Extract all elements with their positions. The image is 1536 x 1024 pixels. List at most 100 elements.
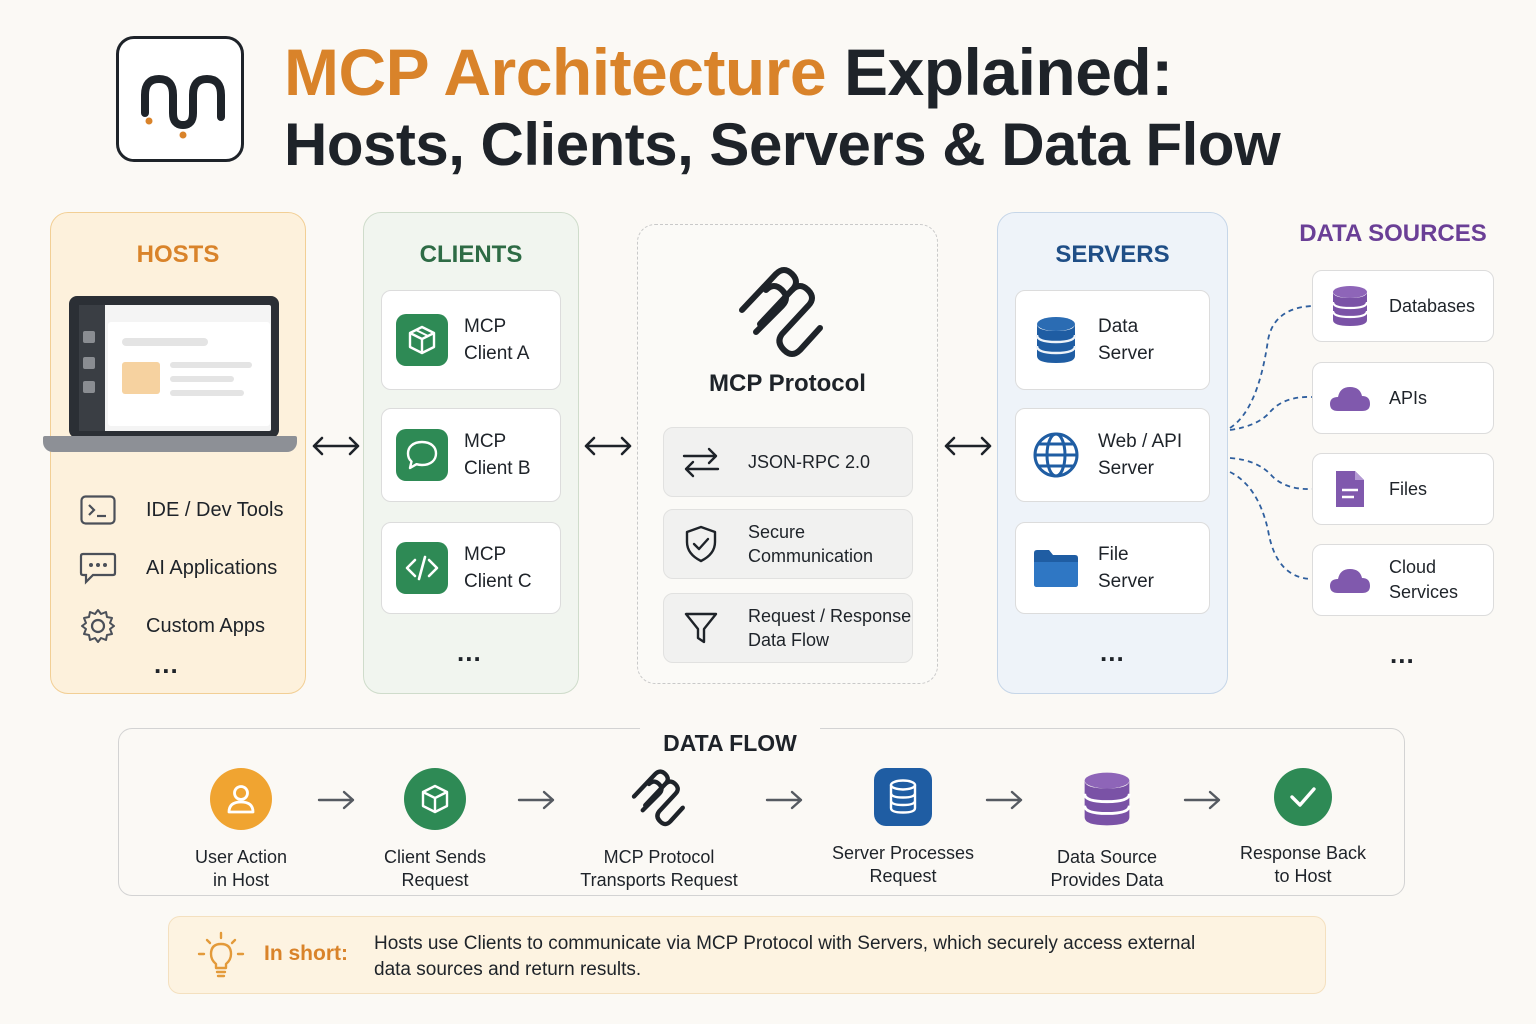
client-label: MCP Client A <box>464 313 529 367</box>
flow-step-line2: Request <box>869 866 937 886</box>
cloud-icon <box>1327 375 1373 421</box>
database-icon <box>1076 768 1138 830</box>
host-item-label: AI Applications <box>146 556 278 579</box>
mcp-protocol-icon <box>739 267 823 357</box>
data-source-databases: Databases <box>1312 270 1494 342</box>
flow-arrow-icon <box>1183 790 1221 810</box>
chat-bubble-icon <box>78 548 118 588</box>
dashed-connectors <box>1229 305 1313 580</box>
data-source-label-line1: Databases <box>1389 295 1476 316</box>
host-item-ide: IDE / Dev Tools <box>78 490 283 530</box>
protocol-label-line2: Data Flow <box>748 630 830 650</box>
laptop-base <box>43 436 297 452</box>
shield-check-icon <box>678 521 724 567</box>
data-source-label-line2: Services <box>1389 582 1459 602</box>
swap-arrows-icon <box>678 439 724 485</box>
funnel-icon <box>678 605 724 651</box>
data-source-label: Databases <box>1389 294 1475 319</box>
client-label-line2: Client B <box>464 458 531 479</box>
server-label-line1: Web / API <box>1098 431 1183 452</box>
double-arrow-icon <box>584 436 632 456</box>
cube-icon <box>396 314 448 366</box>
client-label-line2: Client A <box>464 343 530 364</box>
flow-step-line1: Client Sends <box>383 847 487 867</box>
client-label-line2: Client C <box>464 571 532 592</box>
flow-step-line2: Request <box>401 870 469 890</box>
flow-step-line1: Data Source <box>1056 847 1158 867</box>
database-icon <box>874 768 932 826</box>
laptop-sidebar <box>79 305 105 431</box>
server-card-web-api: Web / API Server <box>1015 408 1210 502</box>
data-flow-title: DATA FLOW <box>640 716 820 757</box>
flow-step-line1: Response Back <box>1239 843 1367 863</box>
gear-icon <box>78 606 118 646</box>
protocol-title: MCP Protocol <box>709 370 866 397</box>
data-sources-more: ... <box>1390 639 1415 669</box>
client-label-line1: MCP <box>464 316 507 337</box>
flow-step-line2: in Host <box>212 870 270 890</box>
server-label-line1: Data <box>1098 316 1139 337</box>
chat-bubble-icon <box>396 429 448 481</box>
cloud-icon <box>1327 557 1373 603</box>
flow-arrow-icon <box>765 790 803 810</box>
globe-icon <box>1030 429 1082 481</box>
page-title: MCP Architecture Explained: <box>284 34 1173 110</box>
server-label: Web / API Server <box>1098 428 1182 482</box>
flow-step-line2: Transports Request <box>580 870 738 890</box>
client-label-line1: MCP <box>464 431 507 452</box>
client-card-b: MCP Client B <box>381 408 561 502</box>
data-source-label-line1: Files <box>1389 478 1428 499</box>
flow-arrow-icon <box>317 790 355 810</box>
server-label-line2: Server <box>1098 571 1154 592</box>
flow-step-label: Response Back to Host <box>1208 842 1398 888</box>
summary-label: In short: <box>264 942 348 965</box>
mcp-protocol-icon <box>628 768 690 830</box>
data-source-label: Files <box>1389 477 1427 502</box>
host-item-label: IDE / Dev Tools <box>146 498 284 521</box>
file-icon <box>1327 466 1373 512</box>
protocol-label-line1: Request / Response <box>748 606 912 626</box>
flow-step-line2: to Host <box>1274 866 1332 886</box>
data-source-label-line1: Cloud <box>1389 557 1437 577</box>
client-card-a: MCP Client A <box>381 290 561 390</box>
database-icon <box>1030 314 1082 366</box>
data-sources-title: DATA SOURCES <box>1299 220 1487 247</box>
double-arrow-icon <box>944 436 992 456</box>
host-item-custom-apps: Custom Apps <box>78 606 265 646</box>
flow-step-response: Response Back to Host <box>1208 768 1398 888</box>
data-source-label: APIs <box>1389 386 1427 411</box>
clients-title: CLIENTS <box>419 241 523 268</box>
server-label-line1: File <box>1098 544 1129 565</box>
title-rest: Explained: <box>843 35 1173 109</box>
code-icon <box>396 542 448 594</box>
protocol-item-json-rpc: JSON-RPC 2.0 <box>663 427 913 497</box>
host-item-label: Custom Apps <box>146 614 265 637</box>
folder-icon <box>1030 542 1082 594</box>
flow-arrow-icon <box>517 790 555 810</box>
client-label-line1: MCP <box>464 544 507 565</box>
protocol-label-line1: Secure <box>748 522 806 542</box>
mcp-logo <box>116 36 244 162</box>
summary-panel <box>168 916 1326 994</box>
client-label: MCP Client B <box>464 428 531 482</box>
flow-step-line1: MCP Protocol <box>603 847 715 867</box>
title-accent: MCP Architecture <box>284 35 827 109</box>
host-item-ai-applications: AI Applications <box>78 548 277 588</box>
server-label-line2: Server <box>1098 458 1154 479</box>
